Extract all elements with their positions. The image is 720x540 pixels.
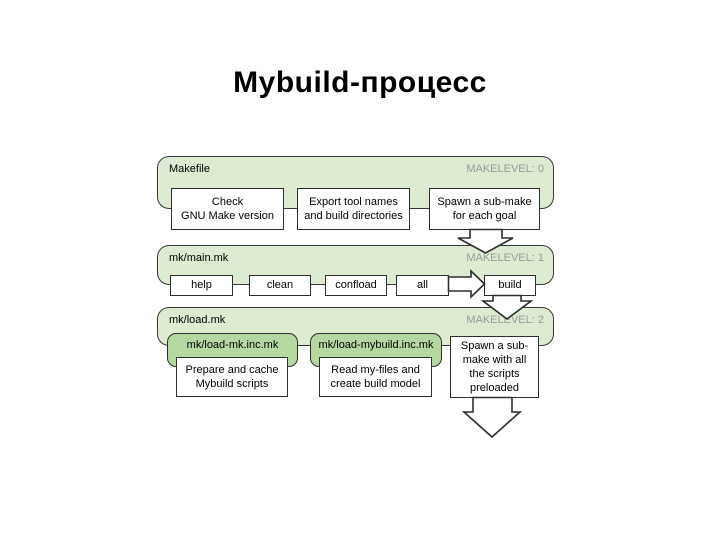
- step-line: and build directories: [304, 210, 403, 222]
- panel-mk-load-label: mk/load.mk: [169, 314, 226, 326]
- include-box-load-mk-label: mk/load-mk.inc.mk: [186, 339, 279, 351]
- panel-makefile-label: Makefile: [169, 163, 210, 175]
- step-line: GNU Make version: [181, 210, 274, 222]
- panel-mk-main-level: MAKELEVEL: 1: [466, 252, 544, 264]
- panel-mk-main-label: mk/main.mk: [169, 252, 229, 264]
- target-label: help: [191, 279, 212, 292]
- step-spawn-submake: Spawn a sub-make for each goal: [429, 188, 540, 230]
- step-line: Read my-files and: [331, 363, 420, 376]
- include-box-load-mybuild-label: mk/load-mybuild.inc.mk: [318, 339, 434, 351]
- step-line: Mybuild scripts: [195, 378, 269, 390]
- step-line: for each goal: [452, 210, 517, 222]
- target-all: all: [396, 275, 449, 296]
- step-line: Check: [211, 195, 244, 208]
- target-label: build: [498, 279, 522, 292]
- target-build: build: [484, 275, 536, 296]
- step-export-tool-names: Export tool names and build directories: [297, 188, 410, 230]
- step-line: create build model: [330, 378, 421, 390]
- step-prepare-cache: Prepare and cache Mybuild scripts: [176, 357, 288, 397]
- step-line: Spawn a sub-make: [437, 195, 532, 208]
- panel-mk-load-level: MAKELEVEL: 2: [466, 314, 544, 326]
- slide-title: Mybuild-процесс: [233, 66, 487, 99]
- target-label: all: [416, 279, 428, 292]
- step-check-gnu-make: Check GNU Make version: [171, 188, 284, 230]
- step-read-myfiles: Read my-files and create build model: [319, 357, 432, 397]
- target-label: clean: [266, 279, 294, 292]
- target-confload: confload: [325, 275, 387, 296]
- down-arrow-spawn-preloaded-icon: [461, 396, 523, 439]
- step-line: Prepare and cache: [185, 363, 279, 376]
- panel-makefile-level: MAKELEVEL: 0: [466, 163, 544, 175]
- step-line: Export tool names: [309, 195, 398, 208]
- target-label: confload: [335, 279, 377, 292]
- target-clean: clean: [249, 275, 311, 296]
- step-line: preloaded: [470, 382, 519, 395]
- step-line: make with all: [462, 353, 527, 366]
- step-line: the scripts: [469, 368, 520, 380]
- step-spawn-preloaded: Spawn a sub- make with all the scripts p…: [450, 336, 539, 398]
- step-line: Spawn a sub-: [460, 339, 529, 352]
- target-help: help: [170, 275, 233, 296]
